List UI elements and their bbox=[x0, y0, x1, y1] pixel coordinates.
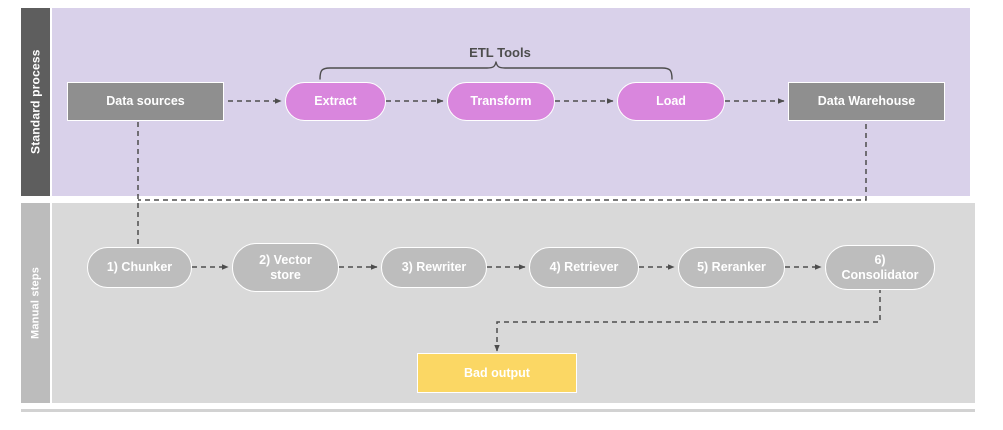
node-extract[interactable]: Extract bbox=[285, 82, 386, 121]
node-retriever[interactable]: 4) Retriever bbox=[529, 247, 639, 288]
node-data-sources[interactable]: Data sources bbox=[67, 82, 224, 121]
node-rewriter[interactable]: 3) Rewriter bbox=[381, 247, 487, 288]
node-load[interactable]: Load bbox=[617, 82, 725, 121]
node-bad-output[interactable]: Bad output bbox=[417, 353, 577, 393]
node-consolidator[interactable]: 6)Consolidator bbox=[825, 245, 935, 290]
lane-label-standard-process: Standard process bbox=[21, 8, 50, 196]
node-data-warehouse[interactable]: Data Warehouse bbox=[788, 82, 945, 121]
node-transform[interactable]: Transform bbox=[447, 82, 555, 121]
bottom-divider bbox=[21, 409, 975, 412]
node-chunker[interactable]: 1) Chunker bbox=[87, 247, 192, 288]
etl-tools-label: ETL Tools bbox=[469, 45, 531, 60]
node-reranker[interactable]: 5) Reranker bbox=[678, 247, 785, 288]
lane-label-manual-steps: Manual steps bbox=[21, 203, 50, 403]
